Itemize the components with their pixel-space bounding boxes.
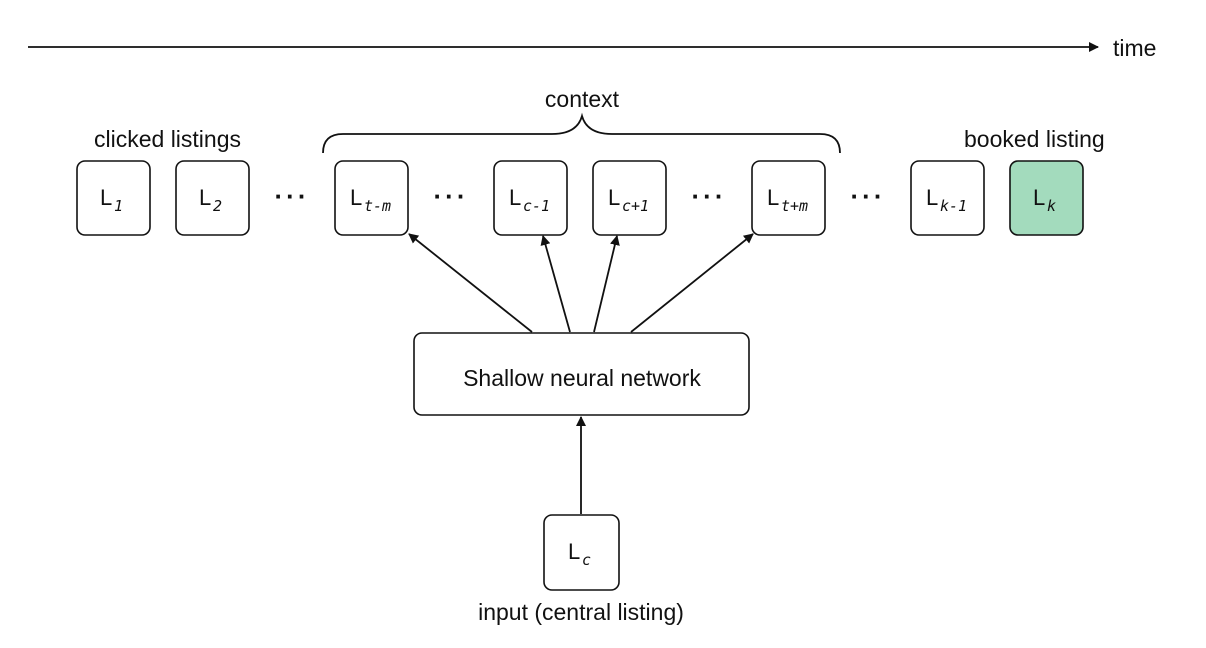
node-subscript: c bbox=[582, 551, 591, 569]
arrow-to-ltp bbox=[630, 233, 754, 333]
listing-node-ltm: L t-m bbox=[334, 160, 409, 236]
context-label: context bbox=[545, 86, 620, 112]
arrow-to-lcm1 bbox=[540, 235, 571, 333]
context-brace bbox=[322, 112, 841, 154]
node-main-label: L bbox=[509, 185, 521, 210]
node-main-label: L bbox=[568, 539, 580, 564]
node-subscript: t+m bbox=[781, 197, 808, 215]
node-subscript: k bbox=[1047, 197, 1056, 215]
listing-node-l2: L 2 bbox=[175, 160, 250, 236]
node-subscript: 2 bbox=[213, 197, 222, 215]
node-subscript: t-m bbox=[364, 197, 391, 215]
ellipsis-3: ··· bbox=[692, 181, 727, 211]
node-subscript: c+1 bbox=[622, 197, 649, 215]
shallow-network-box: Shallow neural network bbox=[413, 332, 750, 416]
node-main-label: L bbox=[100, 185, 112, 210]
input-label: input (central listing) bbox=[478, 599, 684, 625]
node-main-label: L bbox=[350, 185, 362, 210]
time-axis: time bbox=[28, 35, 1156, 61]
shallow-network-label: Shallow neural network bbox=[463, 365, 701, 391]
time-label: time bbox=[1113, 35, 1156, 61]
node-main-label: L bbox=[767, 185, 779, 210]
node-main-label: L bbox=[1033, 185, 1045, 210]
arrow-to-lcp1 bbox=[593, 235, 620, 333]
node-main-label: L bbox=[926, 185, 938, 210]
ellipsis-2: ··· bbox=[434, 181, 469, 211]
context-brace-group: context bbox=[322, 86, 841, 154]
listing-node-lcm1: L c-1 bbox=[493, 160, 568, 236]
booked-listing-label: booked listing bbox=[964, 126, 1105, 152]
node-main-label: L bbox=[199, 185, 211, 210]
arrow-to-ltm bbox=[408, 233, 533, 333]
listing-node-lkm1: L k-1 bbox=[910, 160, 985, 236]
input-node-lc: L c bbox=[543, 514, 620, 591]
listing-node-lk-booked: L k bbox=[1009, 160, 1084, 236]
listing-node-l1: L 1 bbox=[76, 160, 151, 236]
node-subscript: 1 bbox=[114, 197, 123, 215]
ellipsis-4: ··· bbox=[851, 181, 886, 211]
node-subscript: k-1 bbox=[940, 197, 967, 215]
clicked-listings-label: clicked listings bbox=[94, 126, 241, 152]
node-main-label: L bbox=[608, 185, 620, 210]
node-subscript: c-1 bbox=[523, 197, 550, 215]
ellipsis-1: ··· bbox=[275, 181, 310, 211]
listing-node-lcp1: L c+1 bbox=[592, 160, 667, 236]
listing-node-ltp: L t+m bbox=[751, 160, 826, 236]
